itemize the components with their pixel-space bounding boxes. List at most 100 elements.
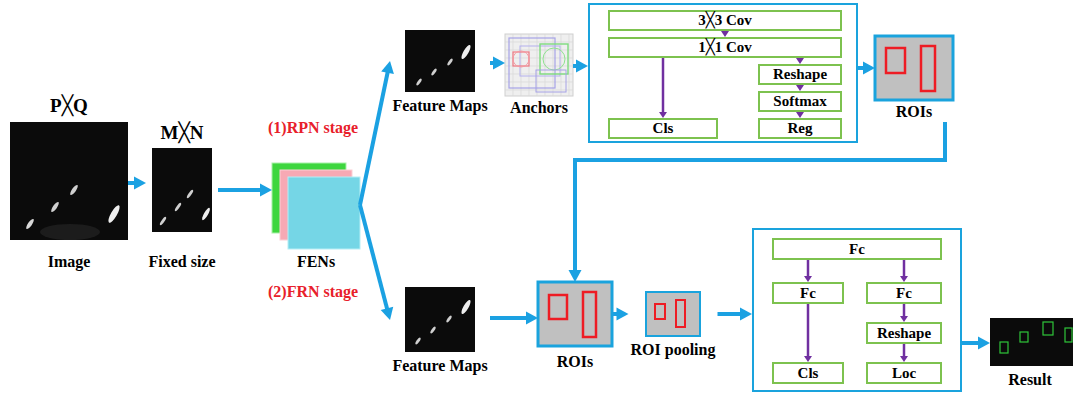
- feature-stack: [272, 163, 360, 249]
- stage-label: (1)RPN stage: [268, 118, 358, 138]
- image-panel: Result: [990, 318, 1070, 390]
- layer-label: Fc: [800, 285, 816, 302]
- module-panel: 3╳3 Cov 1╳1 CovReshapeSoftmaxCls Reg: [588, 3, 858, 143]
- flow-arrow: [128, 177, 146, 190]
- flow-arrow: [573, 60, 588, 73]
- layer-arrow: [900, 304, 908, 322]
- resized-picture: [152, 148, 212, 232]
- layer-label: Softmax: [773, 93, 826, 110]
- layer-label: Cls: [653, 120, 674, 137]
- feature-stack-panel: FENs: [272, 163, 360, 272]
- stage-label: (2)FRN stage: [268, 282, 358, 302]
- arrow-head: [863, 62, 875, 75]
- caption-label: Fixed size: [148, 252, 215, 272]
- arrow-line: [962, 341, 979, 345]
- arrow-line: [360, 205, 387, 309]
- layer-label: Reg: [788, 120, 813, 137]
- roi-panel: ROIs: [875, 36, 953, 122]
- layer-box: Fc: [866, 282, 942, 304]
- flow-arrow: [360, 205, 393, 320]
- arrow-line: [360, 72, 388, 205]
- image-panel: Feature Maps: [390, 30, 490, 116]
- layer-label: Fc: [896, 285, 912, 302]
- layer-arrow: [900, 344, 908, 362]
- arrow-head: [260, 184, 272, 197]
- caption-label: M╳N: [160, 122, 203, 144]
- arrow-line: [807, 304, 810, 357]
- layer-label: 3╳3 Cov: [698, 12, 752, 29]
- arrow-line: [903, 260, 906, 277]
- flow-arrow: [490, 57, 505, 70]
- flow-arrow: [360, 61, 394, 205]
- caption-label: Feature Maps: [392, 96, 487, 116]
- arrow-line: [490, 316, 527, 320]
- arrow-head: [381, 61, 394, 74]
- arrow-head: [381, 307, 394, 320]
- caption-label: ROIs: [896, 102, 932, 122]
- layer-box: 3╳3 Cov: [608, 10, 842, 31]
- flow-arrow: [858, 62, 875, 75]
- module-panel: FcFcFcReshapeClsLoc: [752, 228, 962, 392]
- caption-label: P╳Q: [50, 95, 88, 117]
- caption-label: Feature Maps: [392, 356, 487, 376]
- layer-label: Reshape: [877, 325, 931, 342]
- flow-arrow: [569, 122, 946, 282]
- layer-box: Softmax: [758, 91, 842, 112]
- caption-label: Result: [1008, 370, 1052, 390]
- flow-arrow: [490, 312, 538, 325]
- image-panel: M╳N Fixed size: [146, 122, 218, 272]
- roi-picture: [875, 36, 953, 100]
- layer-box: Reshape: [866, 322, 942, 344]
- result-picture: [990, 318, 1073, 366]
- pooling-picture: [646, 292, 700, 336]
- layer-label: Cls: [798, 365, 819, 382]
- pooling-panel: ROI pooling: [629, 292, 718, 360]
- caption-label: Image: [48, 252, 91, 272]
- arrow-head: [493, 57, 505, 70]
- arrow-head: [134, 177, 146, 190]
- caption-label: Anchors: [510, 98, 568, 118]
- layer-label: Fc: [849, 241, 865, 258]
- layer-box: Fc: [772, 238, 942, 260]
- arrow-head: [569, 270, 582, 282]
- arrow-head: [526, 312, 538, 325]
- layer-box: Cls: [772, 362, 844, 384]
- layer-box: Fc: [772, 282, 844, 304]
- flow-arrow: [612, 308, 629, 321]
- anchor-panel: Anchors: [505, 34, 573, 118]
- caption-label: ROI pooling: [631, 340, 716, 360]
- image-panel: P╳Q Image: [10, 95, 128, 272]
- layer-arrow: [900, 260, 908, 282]
- layer-label: 1╳1 Cov: [698, 39, 752, 56]
- arrow-line: [903, 304, 906, 317]
- layer-label: Reshape: [773, 66, 827, 83]
- layer-label: Loc: [892, 365, 916, 382]
- arrow-line: [807, 260, 810, 277]
- roi-panel: ROIs: [538, 282, 612, 372]
- arrow-head: [978, 337, 990, 350]
- anchor-grid: [505, 34, 573, 96]
- arrow-line: [575, 122, 945, 271]
- arrow-head: [617, 308, 629, 321]
- image-panel: Feature Maps: [390, 287, 490, 376]
- arrow-line: [903, 344, 906, 357]
- stage-label-anchor: (2)FRN stage: [268, 282, 358, 302]
- flow-arrow: [718, 308, 753, 321]
- layer-box: Reshape: [758, 64, 842, 85]
- layer-arrow: [804, 304, 812, 362]
- arrow-line: [218, 188, 261, 192]
- layer-box: Reg: [758, 118, 842, 139]
- stage-label-anchor: (1)RPN stage: [268, 118, 358, 138]
- layer-box: Cls: [608, 118, 718, 139]
- caption-label: FENs: [297, 252, 335, 272]
- layer-arrow: [804, 260, 812, 282]
- layer-arrow: [659, 58, 667, 118]
- caption-label: ROIs: [557, 352, 593, 372]
- arrow-line: [662, 58, 665, 113]
- layer-box: 1╳1 Cov: [608, 37, 842, 58]
- flow-arrow: [218, 184, 272, 197]
- input-picture: [10, 122, 128, 240]
- flow-arrow: [962, 337, 990, 350]
- layer-box: Loc: [866, 362, 942, 384]
- feature-map-picture: [405, 287, 475, 352]
